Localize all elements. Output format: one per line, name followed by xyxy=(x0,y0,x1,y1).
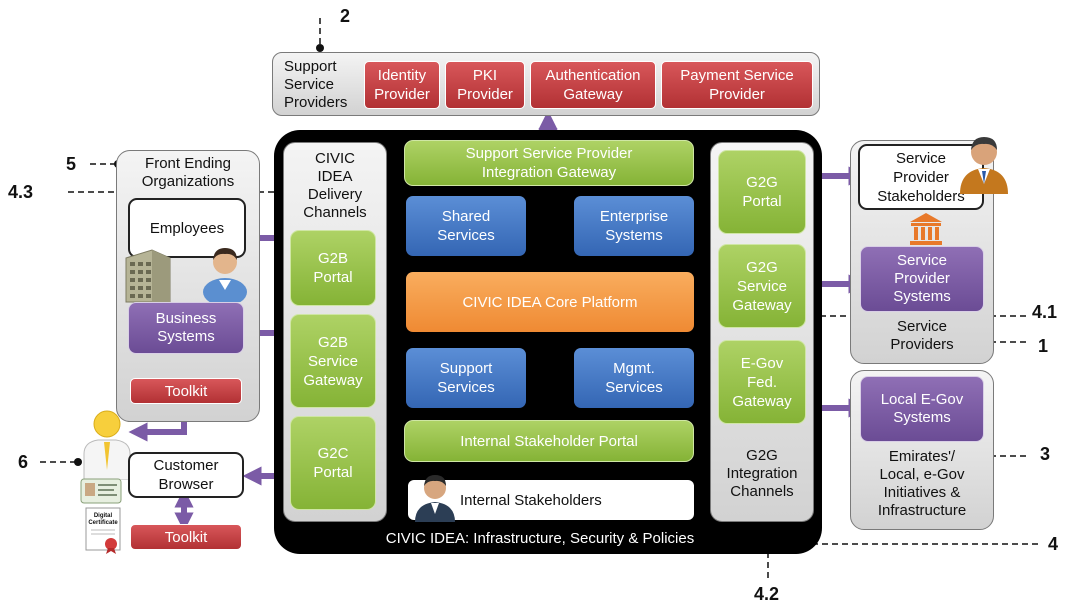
callout-6: 6 xyxy=(18,452,29,472)
g2g-integration-channels-label: G2G Integration Channels xyxy=(726,447,798,500)
delivery-channels-label: CIVIC IDEA Delivery Channels xyxy=(303,150,367,221)
infrastructure-footer-label: CIVIC IDEA: Infrastructure, Security & P… xyxy=(385,530,695,547)
customer-person-icon xyxy=(83,410,131,480)
internal-stakeholders-box xyxy=(408,480,694,520)
government-building-icon xyxy=(910,213,942,245)
dot-6 xyxy=(74,458,82,466)
internal-stakeholder-portal-box: Internal Stakeholder Portal xyxy=(404,420,694,462)
callout-4-1: 4.1 xyxy=(1032,302,1058,322)
callout-1: 1 xyxy=(1038,336,1049,356)
support-service-providers-label: Support Service Providers xyxy=(284,58,348,111)
callout-3: 3 xyxy=(1040,444,1051,464)
office-building-icon xyxy=(125,249,171,303)
mgmt-services-box: Mgmt.Services xyxy=(574,348,694,408)
callout-2: 2 xyxy=(340,6,351,26)
employee-person-icon xyxy=(203,248,247,302)
svg-text:Digital: Digital xyxy=(94,513,113,519)
customer-toolkit-box: Toolkit xyxy=(130,524,242,550)
internal-stakeholders-label: Internal Stakeholders xyxy=(460,492,602,509)
digital-certificate-icon: Digital Certificate xyxy=(85,507,121,554)
callout-4: 4 xyxy=(1048,534,1059,554)
employees-box: Employees xyxy=(128,198,246,258)
svg-text:Certificate: Certificate xyxy=(88,520,118,526)
front-ending-organizations-label: Front Ending Organizations xyxy=(141,155,235,190)
id-card-icon xyxy=(80,478,122,504)
callout-5: 5 xyxy=(66,154,77,174)
internal-stakeholder-person-icon xyxy=(415,475,455,522)
local-egov-label: Emirates'/ Local, e-Gov Initiatives & In… xyxy=(877,448,967,519)
service-provider-person-icon xyxy=(960,137,1008,194)
dot-2 xyxy=(316,44,324,52)
front-end-toolkit-box: Toolkit xyxy=(130,378,242,404)
callout-4-3: 4.3 xyxy=(8,182,34,202)
callout-4-2: 4.2 xyxy=(754,584,780,604)
civic-idea-core-platform-box: CIVIC IDEA Core Platform xyxy=(406,272,694,332)
service-providers-label: Service Providers xyxy=(890,318,954,353)
